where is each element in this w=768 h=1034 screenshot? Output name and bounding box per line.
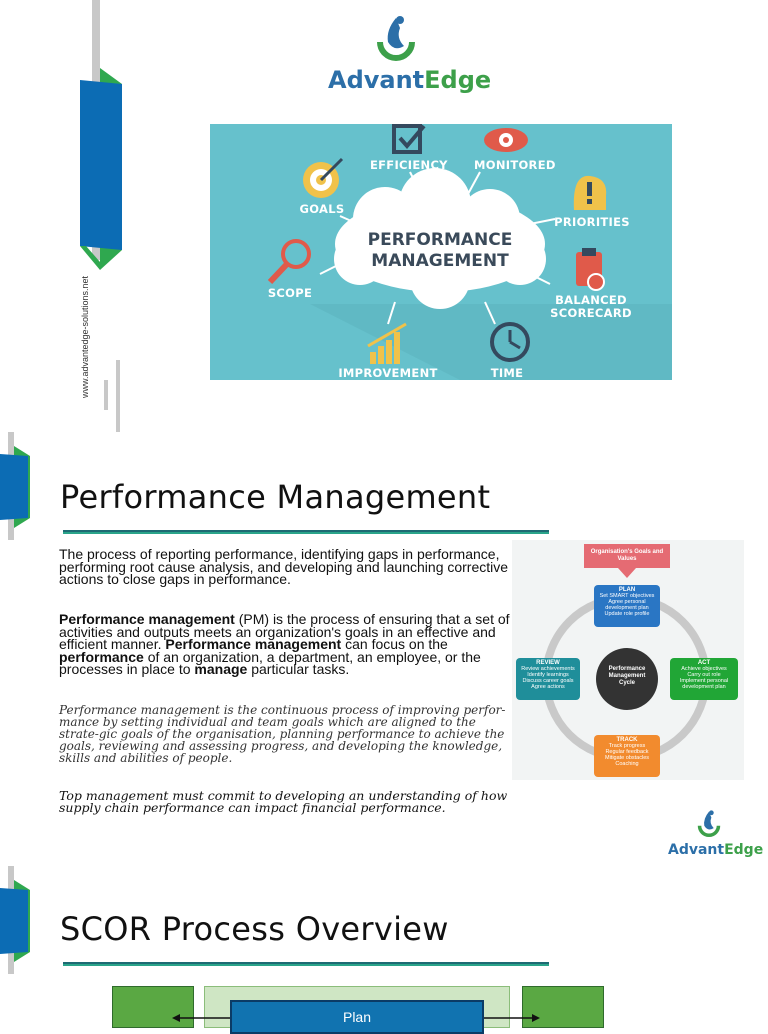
text-span: (PM) is the process of ensuring that a s… xyxy=(59,611,510,652)
cycle-track-title: TRACK xyxy=(616,737,638,743)
checkbox-icon xyxy=(392,124,426,154)
target-icon xyxy=(303,157,344,198)
page-title-performance-management: Performance Management xyxy=(60,478,491,516)
hero-label-improvement: IMPROVEMENT xyxy=(338,366,438,380)
performance-management-illustration: PERFORMANCE MANAGEMENT EFFICIENCY MONITO… xyxy=(210,124,672,380)
hero-label-scope: SCOPE xyxy=(267,286,313,300)
ribbon-graphic xyxy=(80,0,122,432)
logo-text-edge: Edge xyxy=(724,842,764,858)
hero-center-text: PERFORMANCE MANAGEMENT xyxy=(367,230,513,271)
cycle-act-title: ACT xyxy=(697,660,711,666)
magnifier-icon xyxy=(267,239,311,285)
page-title-scor-process-overview: SCOR Process Overview xyxy=(60,910,449,948)
text-span: can focus on the xyxy=(341,636,448,652)
brand-logo-small: AdvantEdge xyxy=(668,808,763,860)
cycle-line: Carry out role xyxy=(687,672,721,678)
paragraph-definition: Performance management (PM) is the proce… xyxy=(59,611,511,677)
cycle-line: Mitigate obstacles xyxy=(604,755,650,761)
clock-icon xyxy=(490,322,530,362)
growth-chart-icon xyxy=(367,322,407,364)
cycle-line: Agree actions xyxy=(531,684,565,690)
cycle-line: Update role profile xyxy=(604,611,650,617)
hero-label-goals: GOALS xyxy=(299,202,345,216)
cycle-line: development plan xyxy=(605,605,649,611)
cycle-line: Achieve objectives xyxy=(681,666,727,672)
cycle-line: Review achievements xyxy=(521,666,575,672)
side-ribbon-middle xyxy=(0,432,32,542)
cycle-act-box: ACT Achieve objectives Carry out role Im… xyxy=(670,658,738,700)
bold-term: Performance management xyxy=(165,636,342,652)
eye-icon xyxy=(484,128,528,152)
title-underline xyxy=(63,962,549,966)
cycle-line: Set SMART objectives xyxy=(599,593,655,599)
hero-label-balanced-scorecard: BALANCED SCORECARD xyxy=(550,293,632,320)
text-span: of an organization, a department, an emp… xyxy=(59,648,481,677)
scor-plan-box: Plan xyxy=(230,1000,484,1034)
logo-text-advant: Advant xyxy=(668,842,725,858)
title-underline xyxy=(63,530,549,534)
hero-graphic xyxy=(267,124,672,380)
paragraph-italic-definition: Performance management is the continuous… xyxy=(59,703,506,765)
cycle-line: Implement personal xyxy=(679,678,729,684)
cycle-plan-box: PLAN Set SMART objectives Agree personal… xyxy=(594,585,660,627)
cycle-line: Discuss career goals xyxy=(522,678,574,684)
bold-term: Performance management xyxy=(59,611,235,627)
text-span: particular tasks. xyxy=(247,661,350,677)
hero-label-monitored: MONITORED xyxy=(474,158,556,172)
paragraph-italic-management: Top management must commit to developing… xyxy=(59,788,508,815)
cycle-review-box: REVIEW Review achievements Identify lear… xyxy=(516,658,580,700)
cycle-review-title: REVIEW xyxy=(536,660,560,666)
logo-mark-icon xyxy=(697,810,721,837)
logo-mark-icon xyxy=(377,16,415,61)
cycle-line: Identify learnings xyxy=(527,672,569,678)
paragraph-intro: The process of reporting performance, id… xyxy=(59,546,509,587)
cycle-line: development plan xyxy=(682,684,726,690)
side-ribbon-bottom xyxy=(0,866,32,976)
website-url[interactable]: www.advantedge-solutions.net xyxy=(80,275,90,399)
performance-management-cycle-diagram: Organisation's Goals and Values Performa… xyxy=(512,540,744,780)
cloud-shape xyxy=(334,168,546,309)
bold-term: performance xyxy=(59,648,144,665)
cycle-line: Regular feedback xyxy=(605,749,649,755)
side-ribbon-top xyxy=(78,0,130,440)
cycle-line: Coaching xyxy=(615,761,639,767)
brand-logo: AdvantEdge xyxy=(328,12,491,96)
cycle-center-label: Performance Management Cycle xyxy=(608,666,646,686)
scor-left-block xyxy=(112,986,194,1028)
hero-label-efficiency: EFFICIENCY xyxy=(370,158,448,172)
cycle-goals-values: Organisation's Goals and Values xyxy=(584,544,670,568)
cycle-line: Agree personal xyxy=(608,599,646,605)
clipboard-icon xyxy=(576,248,605,291)
hero-label-priorities: PRIORITIES xyxy=(554,215,630,229)
logo-text-advant: Advant xyxy=(328,66,425,94)
logo-text-edge: Edge xyxy=(424,66,492,94)
hero-label-time: TIME xyxy=(490,366,524,380)
cycle-plan-title: PLAN xyxy=(618,587,636,593)
cycle-line: Track progress xyxy=(608,743,646,749)
cycle-track-box: TRACK Track progress Regular feedback Mi… xyxy=(594,735,660,777)
head-exclamation-icon xyxy=(573,175,607,210)
bold-term: manage xyxy=(194,661,248,677)
